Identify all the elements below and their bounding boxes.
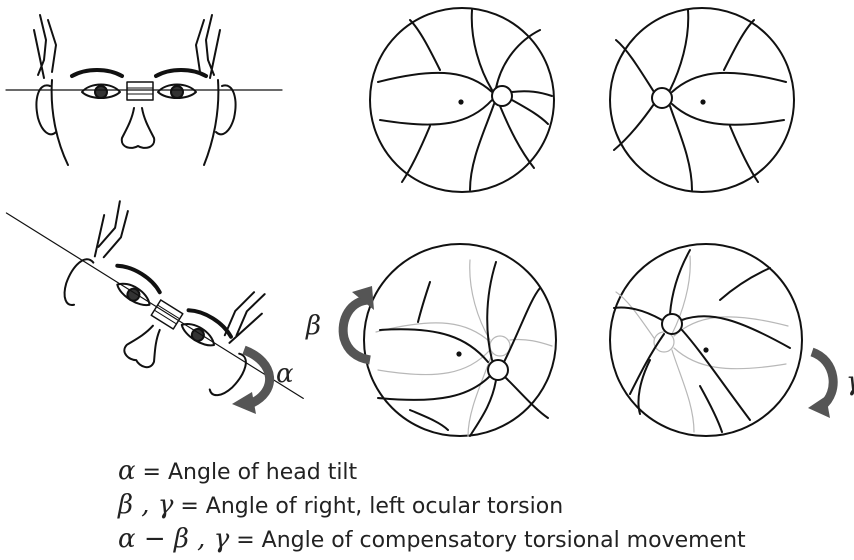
right-torsion-arrow: [343, 300, 370, 360]
fovea-mark: [457, 352, 460, 355]
alpha-label: α: [276, 359, 294, 389]
face-right-contour: [204, 80, 218, 165]
legend-symbols: α − β , γ: [118, 524, 229, 554]
optic-disc: [488, 360, 508, 380]
left-torsion-arrow: [812, 352, 833, 406]
right-hair-tuft: [219, 286, 271, 350]
optic-disc: [492, 86, 512, 106]
vessels-temporal: [512, 91, 552, 124]
vessels-right: [496, 30, 540, 168]
right-iris: [171, 86, 183, 98]
legend-text: = Angle of head tilt: [136, 460, 358, 485]
vessels-branches: [402, 20, 440, 182]
legend-row-compensatory-movement: α − β , γ = Angle of compensatory torsio…: [118, 523, 746, 555]
tilted-face: [0, 154, 340, 448]
head-tilt-arrowhead: [232, 392, 256, 414]
left-ear: [56, 255, 98, 307]
optic-disc: [652, 88, 672, 108]
vessels-vertical: [470, 10, 494, 190]
vessels-left: [614, 308, 722, 433]
main-arcade-vessels: [378, 73, 492, 125]
beta-label: β: [305, 311, 321, 341]
fovea-mark: [701, 100, 704, 103]
legend-row-ocular-torsion: β , γ = Angle of right, left ocular tors…: [118, 489, 563, 521]
legend-row-head-tilt: α = Angle of head tilt: [118, 455, 357, 487]
face-left-contour: [52, 80, 68, 165]
left-hair-tuft: [34, 15, 56, 78]
nose: [122, 108, 154, 148]
legend-symbols: α: [118, 456, 136, 486]
tilted-reference-line: [6, 213, 303, 398]
left-eyebrow: [117, 261, 163, 293]
upright-face: [6, 15, 282, 165]
left-iris: [95, 86, 107, 98]
vessels-vertical: [670, 10, 692, 190]
vessels-right: [504, 288, 548, 418]
main-arcade-vessels: [378, 329, 490, 400]
left-hair-tuft: [83, 198, 137, 263]
fovea-mark: [704, 348, 707, 351]
legend-text: = Angle of compensatory torsional moveme…: [229, 528, 745, 553]
right-ear: [209, 350, 251, 402]
level-gauge: [127, 82, 153, 100]
legend: α = Angle of head tilt β , γ = Angle of …: [118, 455, 854, 560]
level-gauge: [151, 300, 183, 329]
level-gauge-lines: [127, 88, 153, 94]
faint-original-vessels: [616, 256, 788, 432]
fundus-left-tilted: [610, 244, 802, 436]
main-arcade-vessels: [672, 73, 786, 125]
legend-symbols: β , γ: [118, 490, 173, 520]
gamma-label: γ: [846, 367, 854, 397]
fundus-right-upright: [370, 8, 554, 192]
vessels-branches: [410, 282, 448, 430]
right-hair-tuft: [196, 15, 220, 78]
arrow-heads: [232, 286, 830, 418]
optic-disc: [662, 314, 682, 334]
fovea-mark: [459, 100, 462, 103]
vessels-branches: [724, 20, 758, 182]
legend-text: = Angle of right, left ocular torsion: [173, 494, 563, 519]
fundus-left-upright: [610, 8, 794, 192]
left-eyebrow: [72, 70, 122, 76]
rotation-arrows: [244, 300, 833, 406]
fundus-right-tilted: [364, 244, 556, 436]
right-eyebrow: [156, 70, 206, 76]
nose: [121, 319, 170, 370]
